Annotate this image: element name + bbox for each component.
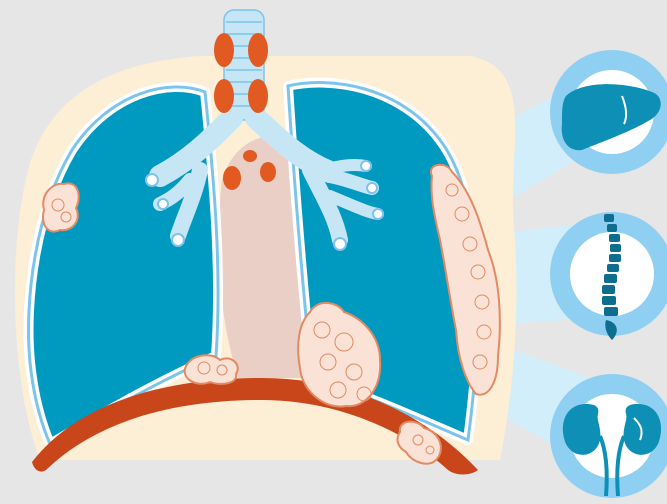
tumor-left-wall [43, 183, 79, 231]
tumor-diaphragm-left [185, 355, 238, 384]
